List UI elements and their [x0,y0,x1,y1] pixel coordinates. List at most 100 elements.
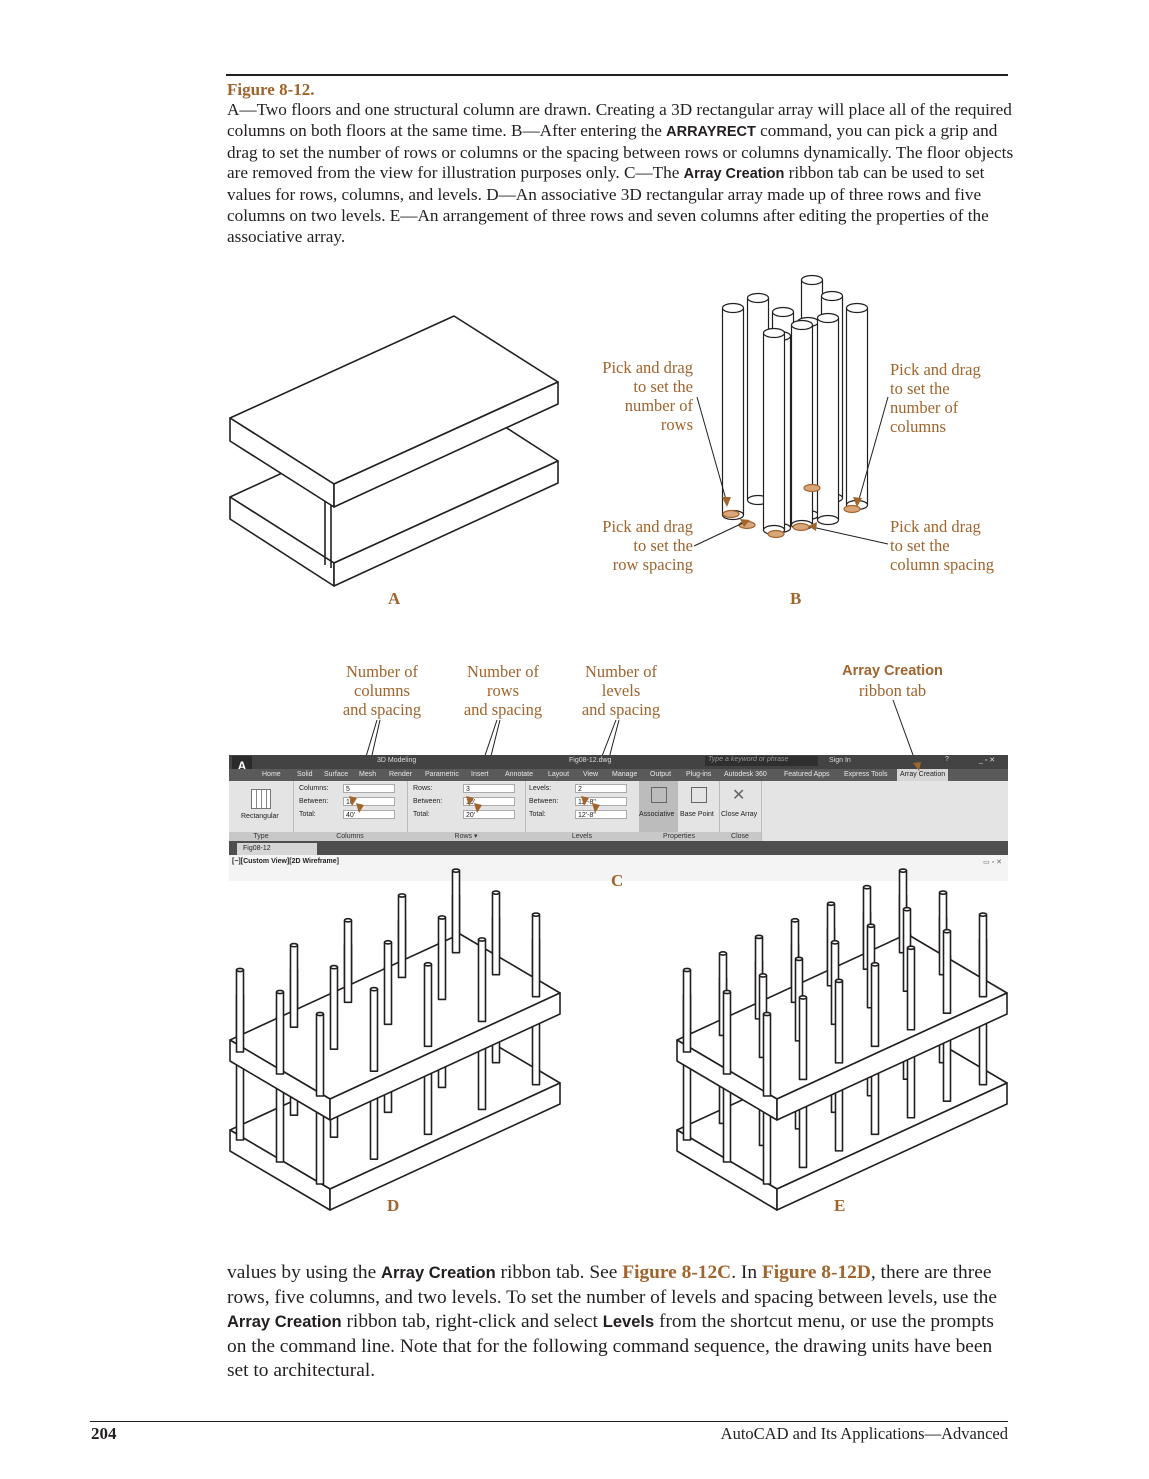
type-group: Rectangular Type [229,781,294,841]
body-paragraph: values by using the Array Creation ribbo… [227,1261,1012,1384]
close-array-button[interactable]: Close Array [721,811,758,818]
close-array-icon: ✕ [732,787,746,804]
callout-line: column spacing [890,555,995,574]
columns-total-input[interactable]: 40' [343,810,395,819]
figure-link-8-12d[interactable]: Figure 8-12D [761,1262,871,1283]
tab-insert[interactable]: Insert [471,771,489,778]
ribbon-tabs: Home Solid Surface Mesh Render Parametri… [229,769,1008,781]
window-controls-icon[interactable]: _ ▫ ✕ [979,757,996,764]
callout-line: rows [486,681,520,700]
properties-group-label: Properties [639,832,719,841]
tab-layout[interactable]: Layout [548,771,570,778]
callout-c-ribbon-tab: Array Creation ribbon tab [820,662,965,700]
levels-group: Levels: 2 Between: 12'-8" Total: 12'-8" … [525,781,640,841]
search-input[interactable]: Type a keyword or phrase [705,756,818,766]
figure-link-8-12c[interactable]: Figure 8-12C [622,1262,732,1283]
tab-autodesk-360[interactable]: Autodesk 360 [724,771,767,778]
callout-line: ribbon tab [858,681,927,700]
tab-annotate[interactable]: Annotate [505,771,534,778]
callout-line: levels [601,681,641,700]
tab-view[interactable]: View [583,771,599,778]
callout-line: and spacing [581,700,661,719]
callout-line: to set the [633,536,693,555]
caption-part-1: A—Two floors and one structural column a… [227,100,1012,140]
callout-line: Pick and drag [890,360,981,379]
base-point-button[interactable]: Base Point [680,811,714,818]
panel-label-c: C [611,871,624,890]
associative-label: Associative [639,811,675,818]
tab-mesh[interactable]: Mesh [359,771,377,778]
file-title: Fig08-12.dwg [569,757,612,764]
tab-array-creation[interactable]: Array Creation [897,769,949,781]
levels-count-label: Levels: [529,785,552,792]
columns-between-label: Between: [299,798,329,805]
callout-line: Pick and drag [602,358,693,377]
tab-home[interactable]: Home [262,771,281,778]
body-text-span: from the shortcut menu, or use the promp… [227,1311,994,1382]
sign-in-link[interactable]: Sign In [829,757,851,764]
associative-button[interactable]: Associative [639,781,678,832]
body-text-span: . In [731,1262,762,1283]
page-number: 204 [91,1424,117,1443]
autocad-ribbon: A 3D Modeling Fig08-12.dwg Type a keywor… [229,755,1008,881]
tab-parametric[interactable]: Parametric [425,771,459,778]
callout-line: Pick and drag [890,517,981,536]
panel-label-a: A [388,589,401,608]
type-group-label: Type [229,832,293,841]
body-text-span: , there are three rows, five columns, an… [227,1262,997,1308]
rows-group-label[interactable]: Rows ▾ [407,832,525,841]
help-icon[interactable]: ? [945,756,949,763]
viewport-label[interactable]: [−][Custom View][2D Wireframe] [232,858,339,865]
callout-rows: Pick and drag to set the number of rows [560,358,693,434]
callout-line: row spacing [612,555,693,574]
tab-output[interactable]: Output [650,771,672,778]
callout-line: rows [660,415,693,434]
rows-group: Rows: 3 Between: 10' Total: 20' Rows ▾ [407,781,526,841]
levels-total-input[interactable]: 12'-8" [575,810,627,819]
tab-plug-ins[interactable]: Plug-ins [686,771,712,778]
tab-surface[interactable]: Surface [324,771,349,778]
body-bold-array-creation: Array Creation [381,1264,496,1282]
tab-express-tools[interactable]: Express Tools [844,771,888,778]
tab-manage[interactable]: Manage [612,771,638,778]
callout-line: columns [354,681,410,700]
callout-c-columns: Number of columns and spacing [322,662,442,719]
body-bold-array-creation-2: Array Creation [227,1313,342,1332]
levels-count-input[interactable]: 2 [575,784,627,793]
caption-part-2: command, you can pick a grip and drag to… [227,120,1014,183]
rectangular-button[interactable]: Rectangular [241,813,279,820]
columns-count-label: Columns: [299,785,329,792]
columns-group-label: Columns [293,832,407,841]
columns-total-label: Total: [299,811,316,818]
callout-line: Array Creation [842,663,943,679]
viewport: [−][Custom View][2D Wireframe] ▭ ▫ ✕ [229,855,1008,881]
rows-count-input[interactable]: 3 [463,784,515,793]
callout-line: number of [624,396,693,415]
callout-line: to set the [890,379,950,398]
tab-render[interactable]: Render [389,771,412,778]
tab-solid[interactable]: Solid [297,771,313,778]
figure-title: Figure 8-12. [227,80,315,99]
caption-part-3: ribbon tab can be used to set values for… [227,163,989,246]
rows-total-input[interactable]: 20' [463,810,515,819]
callout-line: and spacing [463,700,543,719]
workspace-selector[interactable]: 3D Modeling [377,757,417,764]
viewport-controls-icon[interactable]: ▭ ▫ ✕ [983,859,1002,866]
callout-line: Pick and drag [602,517,693,536]
top-rule [226,74,1008,76]
callout-line: to set the [633,377,693,396]
panel-label-b: B [790,589,802,608]
panel-label-e: E [834,1196,846,1215]
columns-between-input[interactable]: 10' [343,797,395,806]
file-tab-fig08-12[interactable]: Fig08-12 [237,843,317,855]
columns-count-input[interactable]: 5 [343,784,395,793]
callout-line: columns [890,417,946,436]
levels-between-input[interactable]: 12'-8" [575,797,627,806]
rows-total-label: Total: [413,811,430,818]
tab-featured-apps[interactable]: Featured Apps [784,771,830,778]
callout-line: and spacing [342,700,422,719]
callout-row-spacing: Pick and drag to set the row spacing [560,517,693,574]
rows-count-label: Rows: [413,785,433,792]
